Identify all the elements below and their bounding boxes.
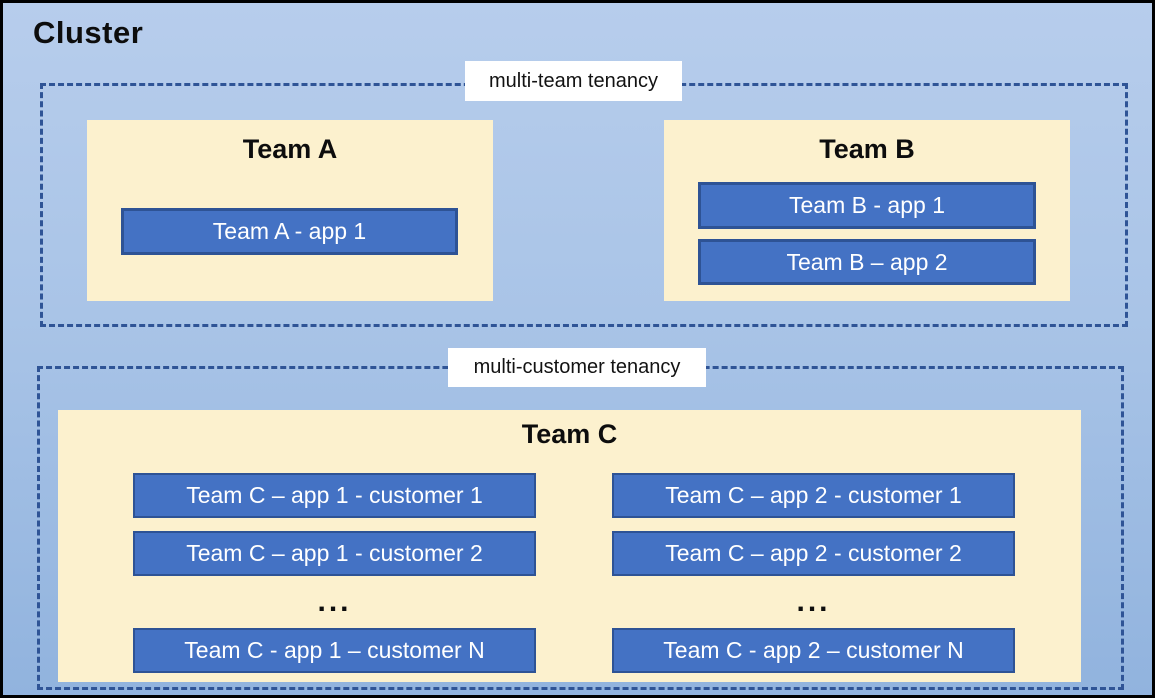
team-c-app-1-customer-2-box: Team C – app 1 - customer 2 xyxy=(133,531,536,576)
team-c-app-2-customer-n-box: Team C - app 2 – customer N xyxy=(612,628,1015,673)
team-c-title: Team C xyxy=(521,419,618,449)
team-c-app-2-ellipsis: ... xyxy=(796,585,831,618)
team-c-app-1-column: Team C – app 1 - customer 1 Team C – app… xyxy=(133,473,536,686)
multi-team-tenancy-label: multi-team tenancy xyxy=(465,61,682,101)
team-b-title: Team B xyxy=(819,134,915,164)
team-a-box: Team A Team A - app 1 xyxy=(87,120,493,301)
team-c-box: Team C Team C – app 1 - customer 1 Team … xyxy=(58,410,1081,682)
team-b-box: Team B Team B - app 1 Team B – app 2 xyxy=(664,120,1070,301)
team-c-app-1-customer-1-box: Team C – app 1 - customer 1 xyxy=(133,473,536,518)
team-c-app-1-customer-n-box: Team C - app 1 – customer N xyxy=(133,628,536,673)
team-c-app-2-column: Team C – app 2 - customer 1 Team C – app… xyxy=(612,473,1015,686)
team-c-app-2-customer-2-box: Team C – app 2 - customer 2 xyxy=(612,531,1015,576)
cluster-title: Cluster xyxy=(33,15,144,50)
team-a-title: Team A xyxy=(242,134,338,164)
team-c-app-2-customer-1-box: Team C – app 2 - customer 1 xyxy=(612,473,1015,518)
team-c-app-1-ellipsis: ... xyxy=(317,585,352,618)
team-b-app-1-box: Team B - app 1 xyxy=(698,182,1036,229)
team-b-app-2-box: Team B – app 2 xyxy=(698,239,1036,285)
team-a-app-1-box: Team A - app 1 xyxy=(121,208,458,255)
multi-customer-tenancy-label: multi-customer tenancy xyxy=(448,348,706,387)
